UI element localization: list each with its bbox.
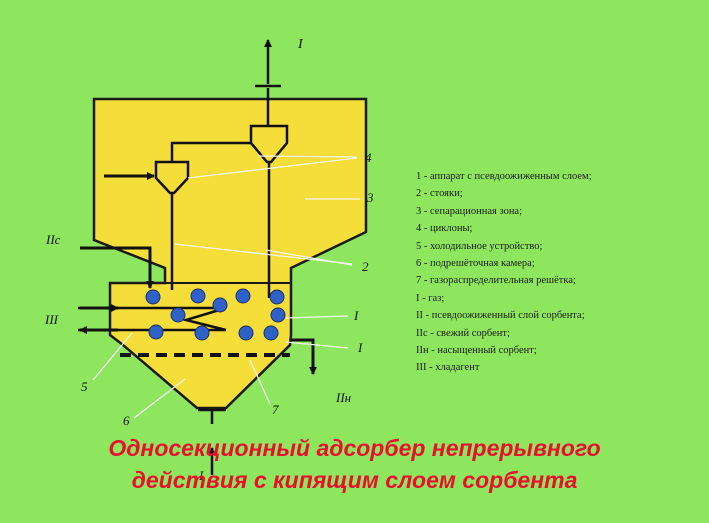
label-fresh-sorbent: IIc [45, 232, 61, 247]
vessel-body [92, 97, 368, 410]
legend: 1 - аппарат с псевдоожиженным слоем; 2 -… [416, 168, 592, 377]
label-standpipes: 2 [362, 259, 369, 274]
legend-item: 3 - сепарационная зона; [416, 205, 523, 217]
particle [145, 289, 161, 305]
legend-item: III - хладагент [416, 362, 480, 374]
particle [269, 289, 285, 305]
cyclone-small [154, 160, 190, 195]
label-bed-2: I [357, 340, 363, 355]
label-grid-chamber: 6 [123, 413, 130, 428]
legend-item: 6 - подрешёточная камера; [416, 258, 535, 270]
label-coolant: III [44, 312, 59, 327]
label-cyclones: 4 [365, 150, 372, 165]
legend-item: 4 - циклоны; [416, 223, 473, 235]
legend-item: IIн - насыщенный сорбент; [416, 345, 537, 357]
particle [263, 325, 279, 341]
particle [238, 325, 254, 341]
label-saturated-sorbent: IIн [335, 390, 351, 405]
particle [148, 324, 164, 340]
caption-line-1: Односекционный адсорбер непрерывного [108, 435, 601, 461]
caption: Односекционный адсорбер непрерывного дей… [0, 432, 709, 496]
particle [212, 297, 228, 313]
legend-item: 5 - холодильное устройство; [416, 240, 543, 252]
label-cooling-device: 5 [81, 379, 88, 394]
particle [194, 325, 210, 341]
cyclone-connector [170, 141, 251, 162]
label-grid: 7 [272, 402, 279, 417]
legend-item: 2 - стояки; [416, 188, 463, 200]
legend-item: I - газ; [416, 292, 445, 304]
label-gas-in: I [198, 468, 204, 483]
legend-item: 1 - аппарат с псевдоожиженным слоем; [416, 171, 592, 182]
legend-item: IIc - свежий сорбент; [416, 327, 510, 339]
particle [235, 288, 251, 304]
label-separation-zone: 3 [366, 190, 374, 205]
legend-item: II - псевдоожиженный слой сорбента; [416, 310, 585, 322]
label-gas-out: I [297, 37, 304, 52]
label-bed-1: I [353, 308, 359, 323]
leader-lines [92, 155, 360, 419]
particle [190, 288, 206, 304]
particle [270, 307, 286, 323]
fresh-sorbent-feed [80, 246, 154, 289]
particle [170, 307, 186, 323]
legend-item: 7 - газораспределительная решётка; [416, 275, 576, 287]
saturated-sorbent-outlet [291, 338, 317, 375]
fluidized-bed-particles [145, 288, 286, 341]
caption-line-2: действия с кипящим слоем сорбента [131, 467, 578, 493]
